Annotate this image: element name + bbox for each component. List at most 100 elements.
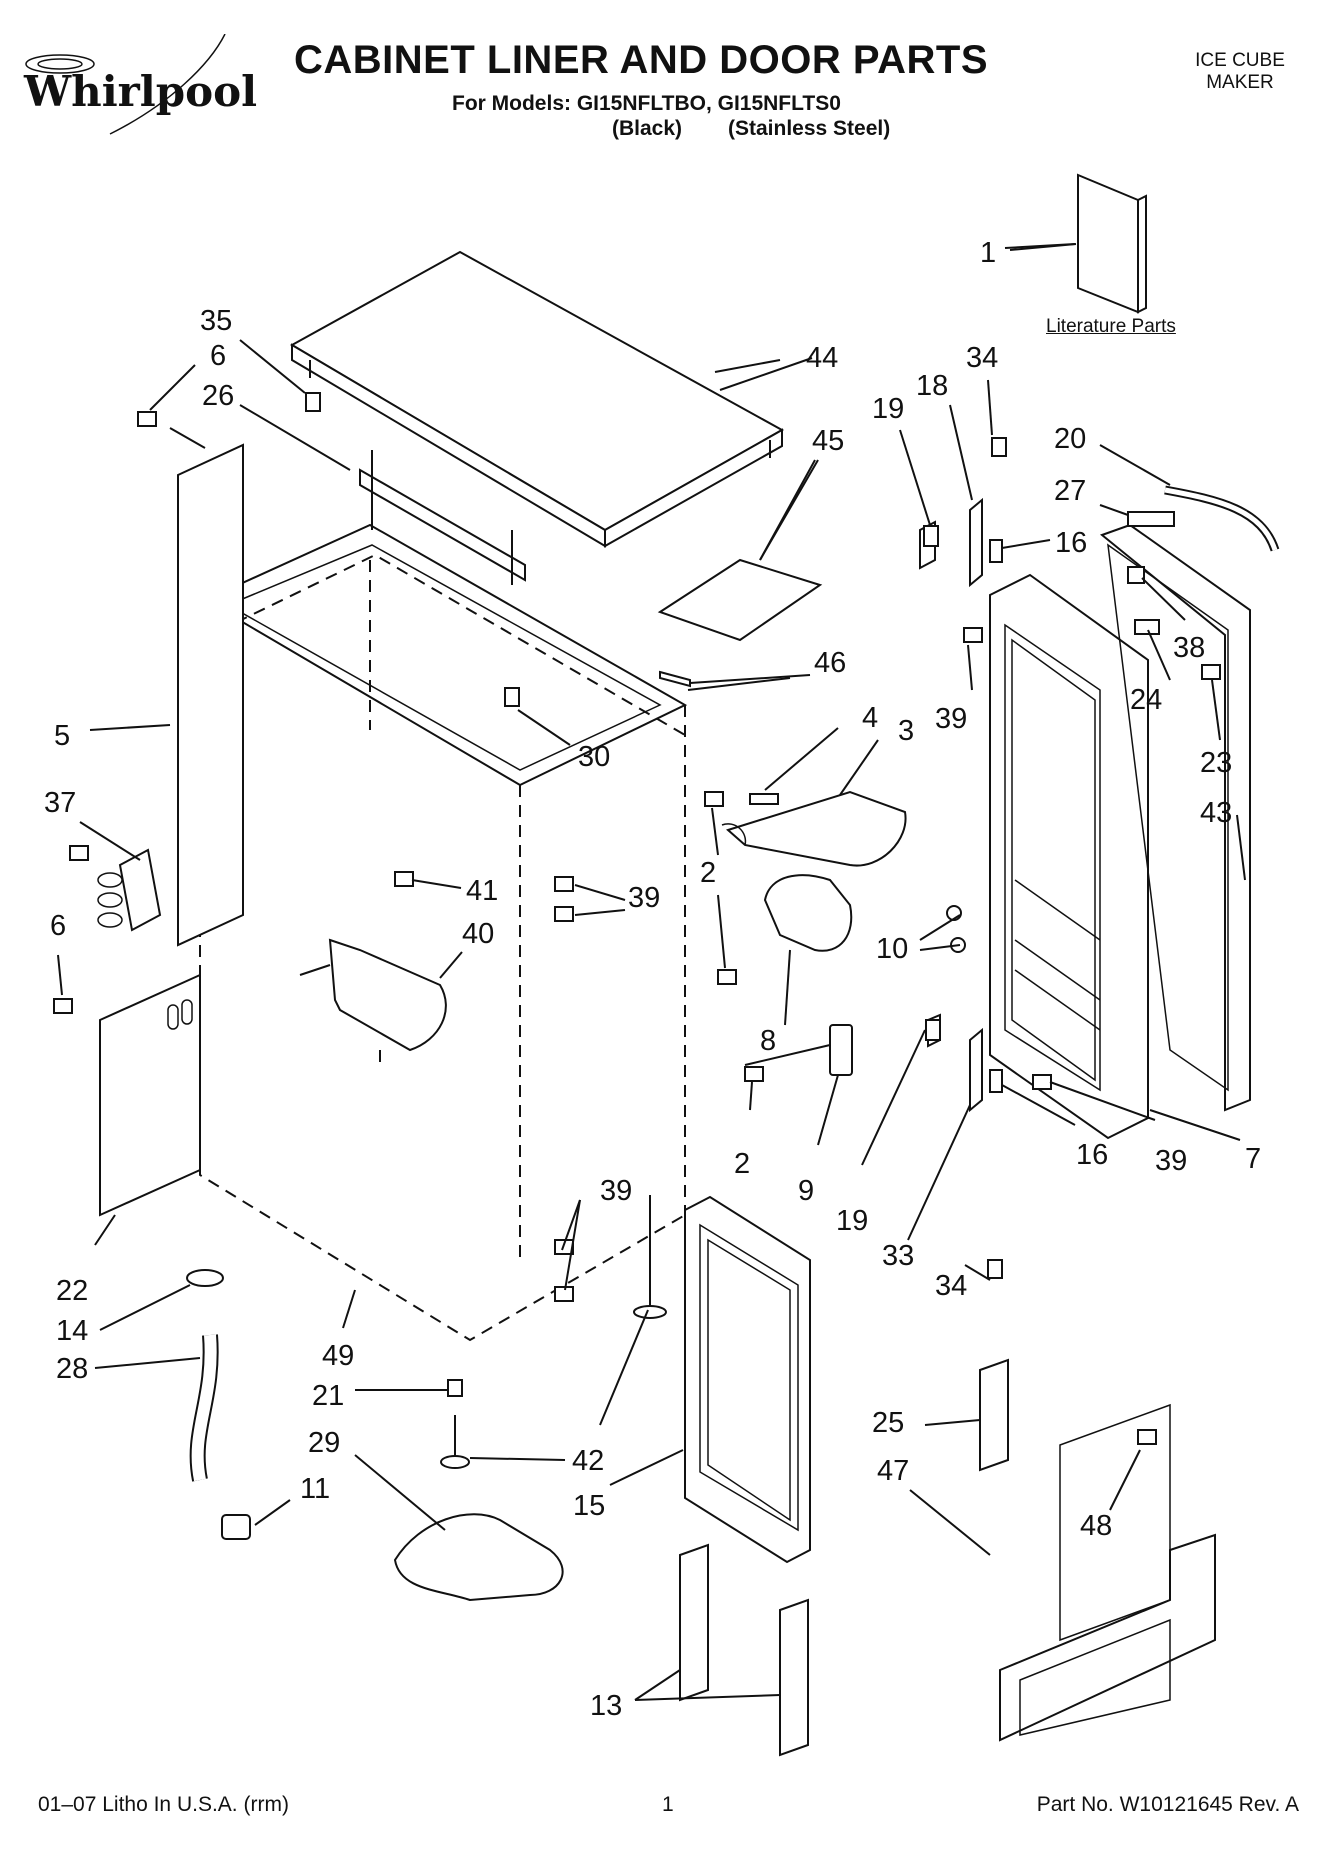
drain-tube-part bbox=[189, 1334, 219, 1482]
callout-49: 49 bbox=[322, 1340, 354, 1372]
cabinet-top-lid-part bbox=[289, 250, 785, 548]
models-line: For Models: GI15NFLTBO, GI15NFLTS0 bbox=[452, 92, 841, 115]
callout-10: 10 bbox=[876, 933, 908, 965]
door-assembly-part bbox=[989, 573, 1149, 1140]
callout-16-top: 16 bbox=[1055, 527, 1087, 559]
drain-pan-part bbox=[393, 1513, 564, 1602]
screw-30 bbox=[504, 687, 520, 707]
callout-16-bottom: 16 bbox=[1076, 1139, 1108, 1171]
screw-34-upper bbox=[991, 437, 1007, 457]
ice-guide-part bbox=[763, 874, 853, 952]
callout-3: 3 bbox=[898, 715, 914, 747]
screw-23 bbox=[1201, 664, 1221, 680]
hinge-bracket-part bbox=[97, 848, 162, 932]
callout-28: 28 bbox=[56, 1353, 88, 1385]
callout-41: 41 bbox=[466, 875, 498, 907]
leveling-leg-part bbox=[633, 1195, 667, 1319]
whirlpool-swirl-icon: Whirlpool bbox=[23, 33, 257, 135]
footer-page-number: 1 bbox=[662, 1793, 674, 1816]
leveling-leg-2-part bbox=[440, 1415, 470, 1469]
callout-35: 35 bbox=[200, 305, 232, 337]
callout-44: 44 bbox=[806, 342, 838, 374]
door-stop-part bbox=[744, 1024, 853, 1076]
screw-6-side bbox=[69, 845, 89, 861]
screw-48 bbox=[1137, 1429, 1157, 1445]
callout-33: 33 bbox=[882, 1240, 914, 1272]
callout-24: 24 bbox=[1130, 684, 1162, 716]
footer-litho: 01–07 Litho In U.S.A. (rrm) bbox=[38, 1793, 289, 1816]
hose-clamp-part bbox=[186, 1269, 224, 1287]
callout-40: 40 bbox=[462, 918, 494, 950]
callout-13: 13 bbox=[590, 1690, 622, 1722]
screw-6-bottom bbox=[53, 998, 73, 1014]
callout-39-door-top: 39 bbox=[935, 703, 967, 735]
ice-deflector-part bbox=[721, 790, 907, 867]
shim-19-upper bbox=[923, 525, 939, 547]
callout-42: 42 bbox=[572, 1445, 604, 1477]
variant-black: (Black) bbox=[612, 117, 683, 140]
literature-parts-caption: Literature Parts bbox=[1046, 316, 1176, 337]
screw-6-top bbox=[137, 411, 157, 427]
callout-46: 46 bbox=[814, 647, 846, 679]
screw-39-door bbox=[963, 627, 983, 643]
screw-2-upper bbox=[704, 791, 724, 807]
callout-7: 7 bbox=[1245, 1143, 1261, 1175]
brand-wordmark: Whirlpool bbox=[23, 67, 257, 116]
callout-47: 47 bbox=[877, 1455, 909, 1487]
top-hinge-part bbox=[919, 497, 983, 588]
screw-39-lower-b bbox=[554, 1286, 574, 1302]
door-frame-part bbox=[684, 1195, 811, 1564]
callout-20: 20 bbox=[1054, 423, 1086, 455]
callout-27: 27 bbox=[1054, 475, 1086, 507]
callout-11: 11 bbox=[300, 1473, 330, 1505]
callout-14: 14 bbox=[56, 1315, 88, 1347]
screw-fasteners bbox=[53, 392, 1221, 1445]
kickplate-part bbox=[999, 1403, 1216, 1742]
label-27 bbox=[1127, 511, 1175, 527]
callout-39-side: 39 bbox=[628, 882, 660, 914]
callout-45: 45 bbox=[812, 425, 844, 457]
callout-34-bottom: 34 bbox=[935, 1270, 967, 1302]
rear-bracket-part bbox=[359, 450, 526, 585]
side-panel-part bbox=[169, 427, 244, 947]
category-label: ICE CUBE MAKER bbox=[1180, 50, 1300, 94]
screw-35 bbox=[305, 392, 321, 412]
callout-48: 48 bbox=[1080, 1510, 1112, 1542]
callout-2-top: 2 bbox=[700, 857, 716, 889]
category-line-1: ICE CUBE bbox=[1195, 50, 1285, 71]
screw-41 bbox=[394, 871, 414, 887]
callout-23: 23 bbox=[1200, 747, 1232, 779]
screw-38 bbox=[1127, 566, 1145, 584]
whirlpool-logo: Whirlpool bbox=[20, 33, 270, 149]
callout-1: 1 bbox=[980, 237, 996, 269]
variant-stainless: (Stainless Steel) bbox=[728, 117, 891, 140]
screw-39-upper-a bbox=[554, 876, 574, 892]
callout-2-bottom: 2 bbox=[734, 1148, 750, 1180]
tape-46 bbox=[659, 670, 691, 688]
callout-21: 21 bbox=[312, 1380, 344, 1412]
shim-19 bbox=[925, 1019, 941, 1041]
callout-34-top: 34 bbox=[966, 342, 998, 374]
callout-18: 18 bbox=[916, 370, 948, 402]
callout-15: 15 bbox=[573, 1490, 605, 1522]
callout-39-door-bottom: 39 bbox=[1155, 1145, 1187, 1177]
door-handle-part bbox=[1164, 485, 1280, 552]
page-title: CABINET LINER AND DOOR PARTS bbox=[294, 38, 988, 82]
callout-29: 29 bbox=[308, 1427, 340, 1459]
drain-fitting-part bbox=[221, 1514, 251, 1540]
callout-37: 37 bbox=[44, 787, 76, 819]
literature-booklet-part bbox=[1009, 173, 1147, 314]
bushing-16-upper bbox=[989, 539, 1003, 563]
callout-4: 4 bbox=[862, 702, 878, 734]
air-duct-part bbox=[299, 938, 447, 1062]
screw-2-lower bbox=[744, 1066, 764, 1082]
callout-5: 5 bbox=[54, 720, 70, 752]
callout-labels: 1 35 6 26 44 45 34 18 19 20 16 27 38 39 … bbox=[44, 237, 1261, 1722]
callout-19-bottom: 19 bbox=[836, 1205, 868, 1237]
kickplate-bracket-part bbox=[979, 1358, 1009, 1472]
kick-trim-part bbox=[679, 1543, 809, 1757]
bushing-21 bbox=[447, 1379, 463, 1397]
screw-39-upper-b bbox=[554, 906, 574, 922]
callout-39-lower: 39 bbox=[600, 1175, 632, 1207]
